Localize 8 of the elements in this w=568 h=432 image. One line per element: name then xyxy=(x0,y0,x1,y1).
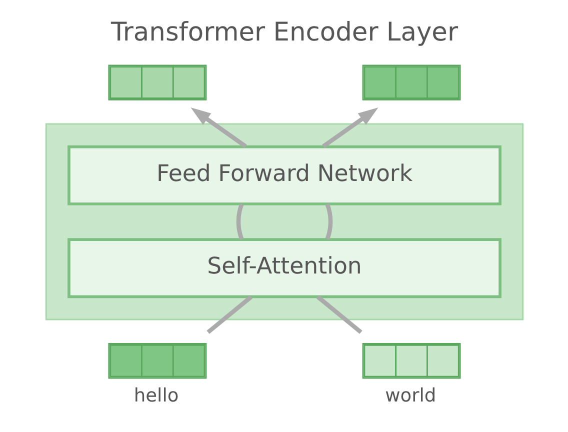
node-label: hello xyxy=(133,385,178,406)
node-box: Self-Attention xyxy=(67,238,501,298)
diagram-title: Transformer Encoder Layer xyxy=(110,17,458,48)
cluster xyxy=(44,123,524,320)
connector xyxy=(324,203,332,240)
node-label: world xyxy=(384,385,436,406)
node-box: Feed Forward Network xyxy=(67,145,501,206)
connector xyxy=(236,203,244,240)
